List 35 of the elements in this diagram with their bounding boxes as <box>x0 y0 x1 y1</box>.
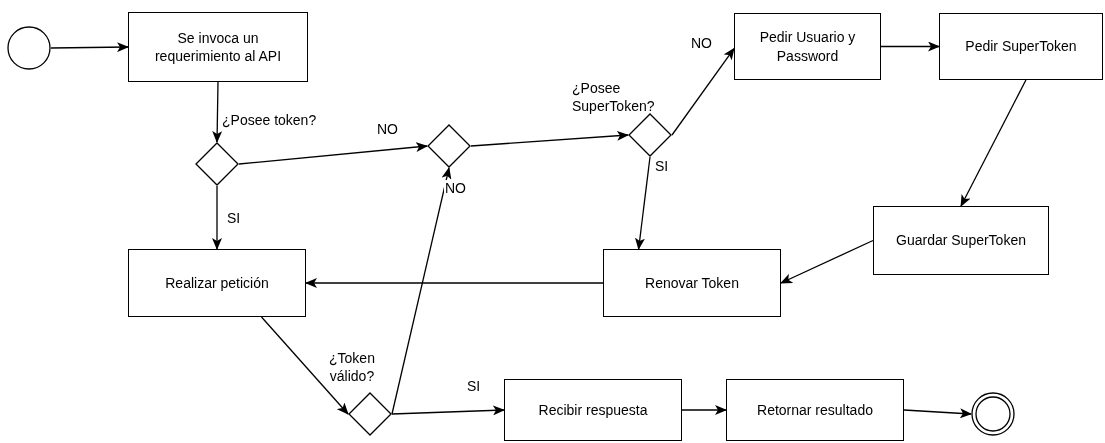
arrow <box>260 316 349 415</box>
box-label: Guardar SuperToken <box>896 231 1026 250</box>
process-box <box>939 13 1103 80</box>
arrow <box>238 142 428 165</box>
arrow <box>880 41 940 52</box>
arrow <box>305 278 604 288</box>
process-box <box>504 379 682 441</box>
box-label: Se invoca un requerimiento al API <box>153 28 283 66</box>
box-label: Realizar petición <box>165 273 269 293</box>
arrow <box>671 47 735 136</box>
process-box <box>873 206 1049 275</box>
arrow <box>212 81 223 143</box>
arrow <box>470 130 629 147</box>
box-label: Recibir respuesta <box>538 400 648 420</box>
arrow <box>212 185 222 250</box>
arrow <box>635 156 651 250</box>
arrow <box>391 167 452 415</box>
box-label: Pedir Usuario y Password <box>758 28 857 65</box>
process-box <box>603 249 781 317</box>
process-box <box>128 249 306 317</box>
arrow <box>681 405 727 415</box>
arrow <box>391 405 505 416</box>
decision-question: ¿Posee SuperToken? <box>572 80 656 115</box>
decision-question: ¿Token válido? <box>328 350 376 385</box>
arrow <box>780 239 874 284</box>
decision-question: ¿Posee token? <box>222 112 318 130</box>
box-label: Pedir SuperToken <box>965 37 1077 56</box>
box-label: Renovar Token <box>645 273 739 293</box>
box-label: Retornar resultado <box>757 400 873 420</box>
arrow <box>50 42 129 53</box>
process-box <box>128 12 308 82</box>
process-box <box>734 13 881 80</box>
process-box <box>726 379 904 441</box>
arrow <box>903 408 972 419</box>
arrow <box>960 79 1027 207</box>
